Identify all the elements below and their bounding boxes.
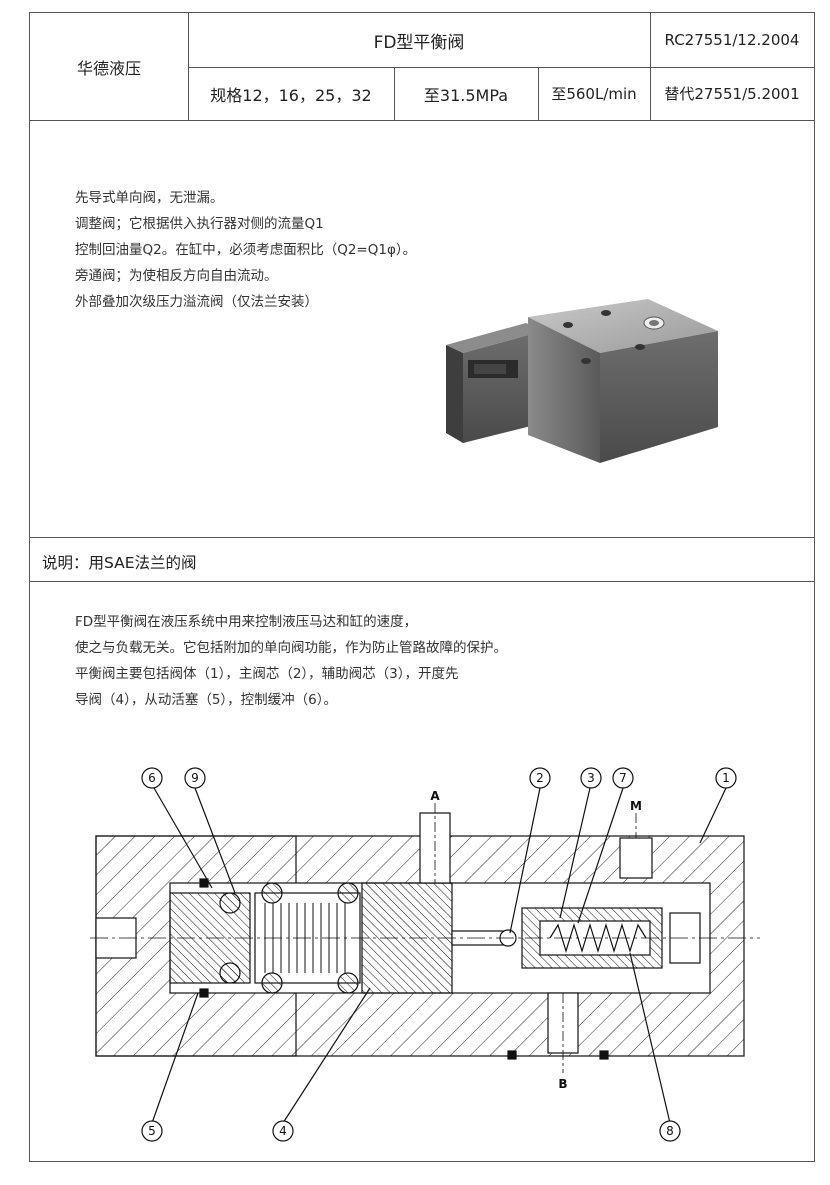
feature-line: 旁通阀；为使相反方向自由流动。: [75, 268, 278, 284]
callout-4: 4: [279, 1124, 287, 1138]
callout-3: 3: [587, 771, 595, 785]
section-divider: [30, 581, 814, 582]
company-name: 华德液压: [76, 58, 141, 78]
datasheet: 华德液压 FD型平衡阀 RC27551/12.2004 规格12，16，25，3…: [29, 12, 815, 1162]
divider: [538, 67, 539, 120]
flow-spec: 至560L/min: [551, 85, 637, 103]
divider: [188, 13, 189, 120]
callout-1: 1: [722, 771, 730, 785]
section-title: 说明：用SAE法兰的阀: [42, 554, 197, 572]
divider: [188, 67, 814, 68]
port-b-label: B: [558, 1077, 567, 1091]
header-table: 华德液压 FD型平衡阀 RC27551/12.2004 规格12，16，25，3…: [30, 13, 814, 121]
feature-list: 先导式单向阀，无泄漏。 调整阀；它根据供入执行器对侧的流量Q1 控制回油量Q2。…: [75, 185, 416, 315]
description: FD型平衡阀在液压系统中用来控制液压马达和缸的速度， 使之与负载无关。它包括附加…: [75, 609, 507, 713]
divider: [394, 67, 395, 120]
port-a-label: A: [430, 789, 440, 803]
callout-5: 5: [148, 1124, 156, 1138]
divider: [650, 13, 651, 120]
document-code: RC27551/12.2004: [664, 31, 800, 49]
description-line: FD型平衡阀在液压系统中用来控制液压马达和缸的速度，: [75, 614, 418, 630]
valve-photo: [446, 299, 718, 463]
feature-line: 外部叠加次级压力溢流阀（仅法兰安装）: [75, 294, 318, 310]
callout-6: 6: [148, 771, 156, 785]
port-m-label: M: [630, 799, 642, 813]
description-line: 使之与负载无关。它包括附加的单向阀功能，作为防止管路故障的保护。: [75, 640, 507, 656]
replaces-spec: 替代27551/5.2001: [664, 85, 800, 103]
feature-line: 控制回油量Q2。在缸中，必须考虑面积比（Q2=Q1φ）。: [75, 242, 417, 258]
section-divider: [30, 537, 814, 538]
pressure-spec: 至31.5MPa: [423, 85, 509, 105]
product-title: FD型平衡阀: [373, 32, 465, 53]
feature-line: 调整阀；它根据供入执行器对侧的流量Q1: [75, 216, 324, 232]
valve-section-diagram: A B M 6 9 2 3 7 1 5 4 8: [90, 767, 760, 1142]
description-line: 导阀（4），从动活塞（5），控制缓冲（6）。: [75, 692, 338, 708]
size-spec: 规格12，16，25，32: [210, 85, 372, 105]
callout-8: 8: [666, 1124, 674, 1138]
callout-2: 2: [536, 771, 544, 785]
callout-7: 7: [619, 771, 627, 785]
feature-line: 先导式单向阀，无泄漏。: [75, 190, 224, 206]
description-line: 平衡阀主要包括阀体（1），主阀芯（2），辅助阀芯（3），开度先: [75, 666, 459, 682]
callout-9: 9: [191, 771, 199, 785]
